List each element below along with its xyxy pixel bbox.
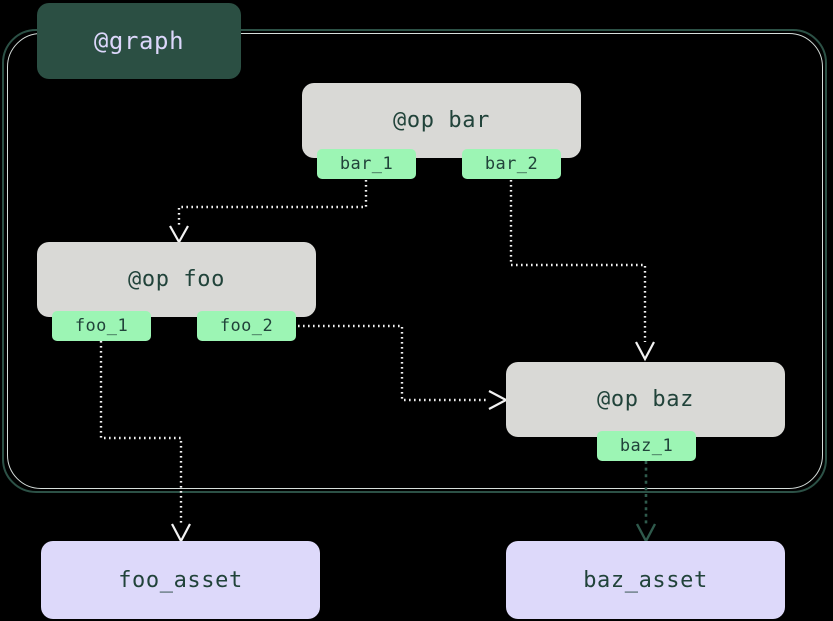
output-port-baz-1-label: baz_1 bbox=[619, 436, 674, 456]
op-node-baz[interactable]: @op baz bbox=[506, 362, 785, 437]
output-port-bar-2-label: bar_2 bbox=[484, 154, 539, 174]
op-node-bar-label: @op bar bbox=[393, 108, 490, 133]
op-node-foo[interactable]: @op foo bbox=[37, 242, 316, 317]
asset-node-foo-asset[interactable]: foo_asset bbox=[41, 541, 320, 619]
output-port-bar-2[interactable]: bar_2 bbox=[462, 149, 561, 179]
output-port-foo-2-label: foo_2 bbox=[219, 316, 274, 336]
output-port-baz-1[interactable]: baz_1 bbox=[597, 431, 696, 461]
op-node-bar[interactable]: @op bar bbox=[302, 83, 581, 158]
output-port-bar-1-label: bar_1 bbox=[339, 154, 394, 174]
op-node-baz-label: @op baz bbox=[597, 387, 694, 412]
asset-node-baz-asset[interactable]: baz_asset bbox=[506, 541, 785, 619]
output-port-foo-2[interactable]: foo_2 bbox=[197, 311, 296, 341]
graph-cluster-label: @graph bbox=[37, 3, 241, 79]
op-node-foo-label: @op foo bbox=[128, 267, 225, 292]
edge-foo1-to-foo-asset bbox=[99, 341, 191, 544]
graph-cluster-label-text: @graph bbox=[93, 27, 185, 55]
edge-baz1-to-baz-asset bbox=[635, 461, 657, 544]
asset-node-baz-asset-label: baz_asset bbox=[583, 567, 708, 593]
edge-foo2-to-baz bbox=[298, 324, 509, 410]
edge-bar2-to-baz bbox=[509, 175, 655, 362]
output-port-bar-1[interactable]: bar_1 bbox=[317, 149, 416, 179]
output-port-foo-1-label: foo_1 bbox=[74, 316, 129, 336]
output-port-foo-1[interactable]: foo_1 bbox=[52, 311, 151, 341]
asset-node-foo-asset-label: foo_asset bbox=[118, 567, 243, 593]
edge-bar1-to-foo bbox=[169, 175, 368, 245]
